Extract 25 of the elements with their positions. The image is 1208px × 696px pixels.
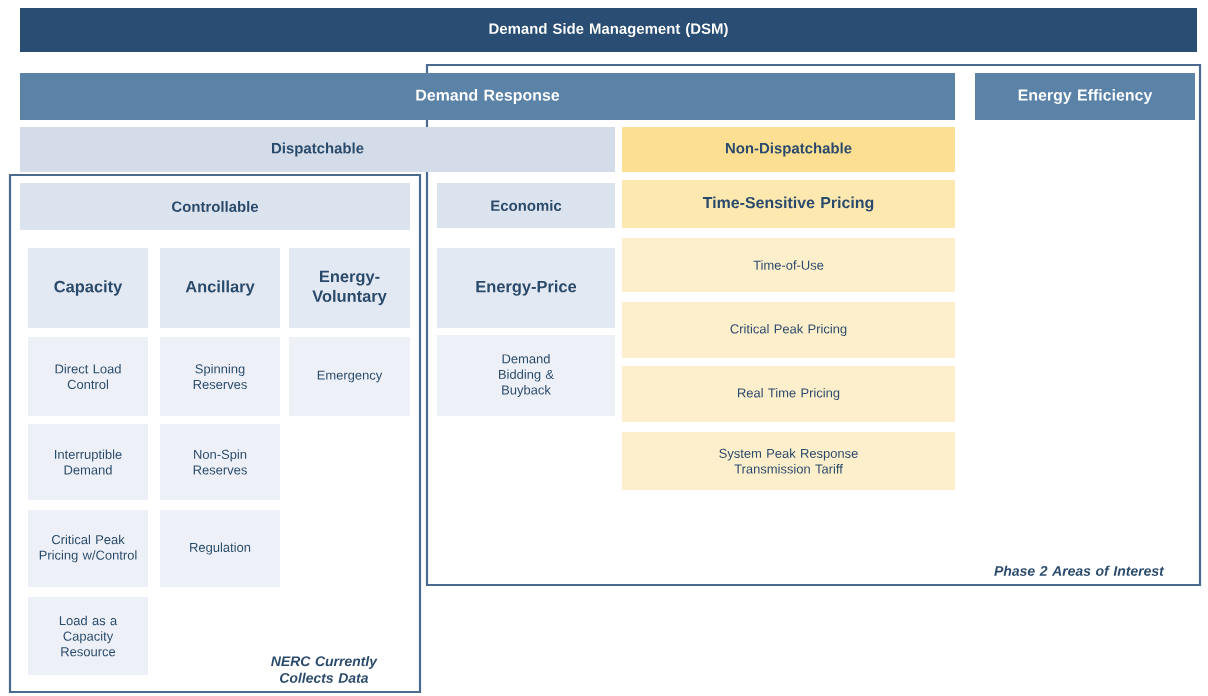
program-box: Emergency (289, 337, 410, 416)
category-box: Ancillary (160, 248, 280, 328)
program-box: Critical Peak Pricing w/Control (28, 510, 148, 587)
category-box: Time-Sensitive Pricing (622, 180, 955, 228)
program-box: Spinning Reserves (160, 337, 280, 416)
category-box: Energy-Voluntary (289, 248, 410, 328)
program-box: Real Time Pricing (622, 366, 955, 422)
category-box: Capacity (28, 248, 148, 328)
category-box: Economic (437, 183, 615, 228)
program-box: System Peak Response Transmission Tariff (622, 432, 955, 490)
program-box: Critical Peak Pricing (622, 302, 955, 358)
category-bar: Demand Response (20, 73, 955, 120)
program-box: Direct Load Control (28, 337, 148, 416)
category-bar: Energy Efficiency (975, 73, 1195, 120)
category-bar: Non-Dispatchable (622, 127, 955, 172)
title-bar: Demand Side Management (DSM) (20, 8, 1197, 52)
program-box: Non-Spin Reserves (160, 424, 280, 500)
category-box: Controllable (20, 183, 410, 230)
program-box: Regulation (160, 510, 280, 587)
category-bar: Dispatchable (20, 127, 615, 172)
program-box: Interruptible Demand (28, 424, 148, 500)
program-box: Load as a Capacity Resource (28, 597, 148, 675)
program-box: Time-of-Use (622, 238, 955, 292)
category-box: Energy-Price (437, 248, 615, 328)
program-box: Demand Bidding & Buyback (437, 335, 615, 416)
